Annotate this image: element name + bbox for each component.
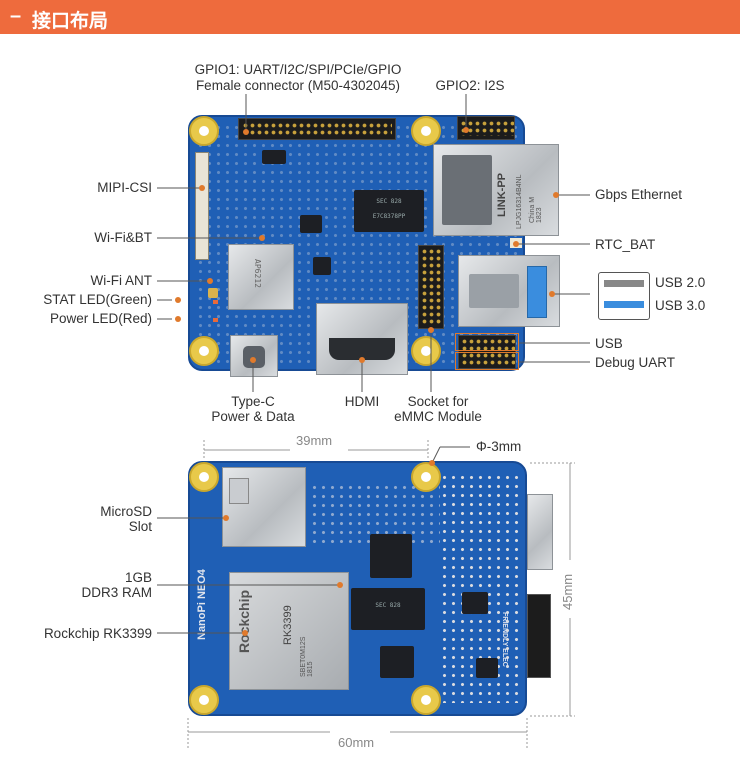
- power-led: [213, 318, 218, 322]
- ram-chip-bottom-label: SEC 828: [375, 602, 401, 609]
- bottom-chip-3: [462, 592, 488, 614]
- wifi-bt-module: AP6212: [228, 244, 294, 310]
- rtc-bat-label: RTC_BAT: [595, 237, 656, 252]
- small-chip-1: [262, 150, 286, 164]
- pcb-via-field-2: [310, 483, 440, 543]
- emmc-socket: [418, 245, 444, 329]
- section-title: 接口布局: [32, 11, 109, 32]
- typec-port: [230, 335, 278, 377]
- usb-face: [469, 274, 519, 308]
- bottom-chip-2: [380, 646, 414, 678]
- microsd-label-line1: MicroSD: [100, 504, 152, 519]
- mount-hole-bottom-left: [189, 336, 219, 366]
- wifi-bt-label: Wi-Fi&BT: [94, 230, 152, 245]
- ram-chip-bottom: SEC 828: [351, 588, 425, 630]
- mipi-csi-connector: [195, 152, 209, 260]
- pmic-chip: [313, 257, 331, 275]
- ethernet-jack: LINK-PP LPJG16314B4NL China M 1823: [433, 144, 559, 236]
- typec-label-line1: Type-C: [231, 394, 275, 409]
- ethernet-port-face: [442, 155, 492, 225]
- bottom-chip-4: [476, 658, 498, 678]
- mipi-csi-label: MIPI-CSI: [97, 180, 152, 195]
- dim-39mm: 39mm: [296, 433, 333, 448]
- section-header: – 接口布局: [0, 0, 740, 34]
- mount-hole-top-mid: [411, 116, 441, 146]
- emmc-socket-label-line2: eMMC Module: [394, 409, 482, 424]
- usb-header-highlight: [455, 333, 519, 351]
- mount-hole-bottom-view-tl: [189, 462, 219, 492]
- small-chip-2: [300, 215, 322, 233]
- header-dash: –: [10, 5, 22, 27]
- emmc-socket-pins: [421, 248, 441, 326]
- debug-uart-label: Debug UART: [595, 355, 676, 370]
- rk3399-soc: Rockchip RK3399 SBET0M12S 1815: [229, 572, 349, 690]
- usb-port: [458, 255, 560, 327]
- gbps-ethernet-label: Gbps Ethernet: [595, 187, 683, 202]
- mount-hole-bottom-view-tm: [411, 462, 441, 492]
- mount-hole-bottom-view-bm: [411, 685, 441, 715]
- typec-label-line2: Power & Data: [211, 409, 295, 424]
- gpio1-pins: [242, 122, 392, 136]
- usb-label: USB: [595, 336, 623, 351]
- ram-chip-top: SEC 828 E7C8378PP: [354, 190, 424, 232]
- dim-60mm: 60mm: [338, 735, 375, 750]
- debug-uart-highlight: [455, 352, 519, 370]
- bottom-chip-1: [370, 534, 412, 578]
- usb2-legend-label: USB 2.0: [655, 275, 706, 290]
- emmc-chip-label: E7C8378PP: [372, 213, 406, 220]
- usb-legend: [598, 272, 650, 320]
- soc-label: Rockchip RK3399: [43, 626, 152, 641]
- usb2-swatch: [604, 280, 644, 287]
- ram-label-line1: 1GB: [124, 570, 152, 585]
- gpio2-label: GPIO2: I2S: [435, 78, 505, 93]
- ram-label-line2: DDR3 RAM: [81, 585, 152, 600]
- wifi-ant-label: Wi-Fi ANT: [90, 273, 153, 288]
- ethernet-side-profile: [527, 594, 551, 678]
- gpio1-header: [238, 118, 396, 140]
- power-led-label: Power LED(Red): [49, 311, 152, 326]
- mount-hole-bottom-mid: [411, 336, 441, 366]
- hdmi-opening: [329, 338, 395, 360]
- gpio2-pins: [460, 120, 514, 136]
- hdmi-label: HDMI: [344, 394, 380, 409]
- usb3-swatch: [604, 301, 644, 308]
- stat-led: [213, 300, 218, 304]
- hole-diameter-label: Φ-3mm: [476, 439, 522, 454]
- mount-hole-top-left: [189, 116, 219, 146]
- ram-chip-top-label: SEC 828: [376, 198, 402, 205]
- gpio1-label-line2: Female connector (M50-4302045): [195, 78, 401, 93]
- usb3-legend-label: USB 3.0: [655, 298, 706, 313]
- stat-led-label: STAT LED(Green): [43, 292, 152, 307]
- gpio1-label-line1: GPIO1: UART/I2C/SPI/PCIe/GPIO: [194, 62, 402, 77]
- usb-side-profile: [527, 494, 553, 570]
- microsd-slot: [222, 467, 306, 547]
- microsd-latch: [229, 478, 249, 504]
- dim-45mm: 45mm: [560, 573, 575, 610]
- mount-hole-bottom-view-bl: [189, 685, 219, 715]
- gpio2-header: [457, 116, 515, 140]
- typec-opening: [243, 346, 265, 368]
- emmc-socket-label-line1: Socket for: [407, 394, 469, 409]
- wifi-antenna-connector: [208, 288, 218, 298]
- usb3-tongue: [527, 266, 547, 318]
- microsd-label-line2: Slot: [128, 519, 152, 534]
